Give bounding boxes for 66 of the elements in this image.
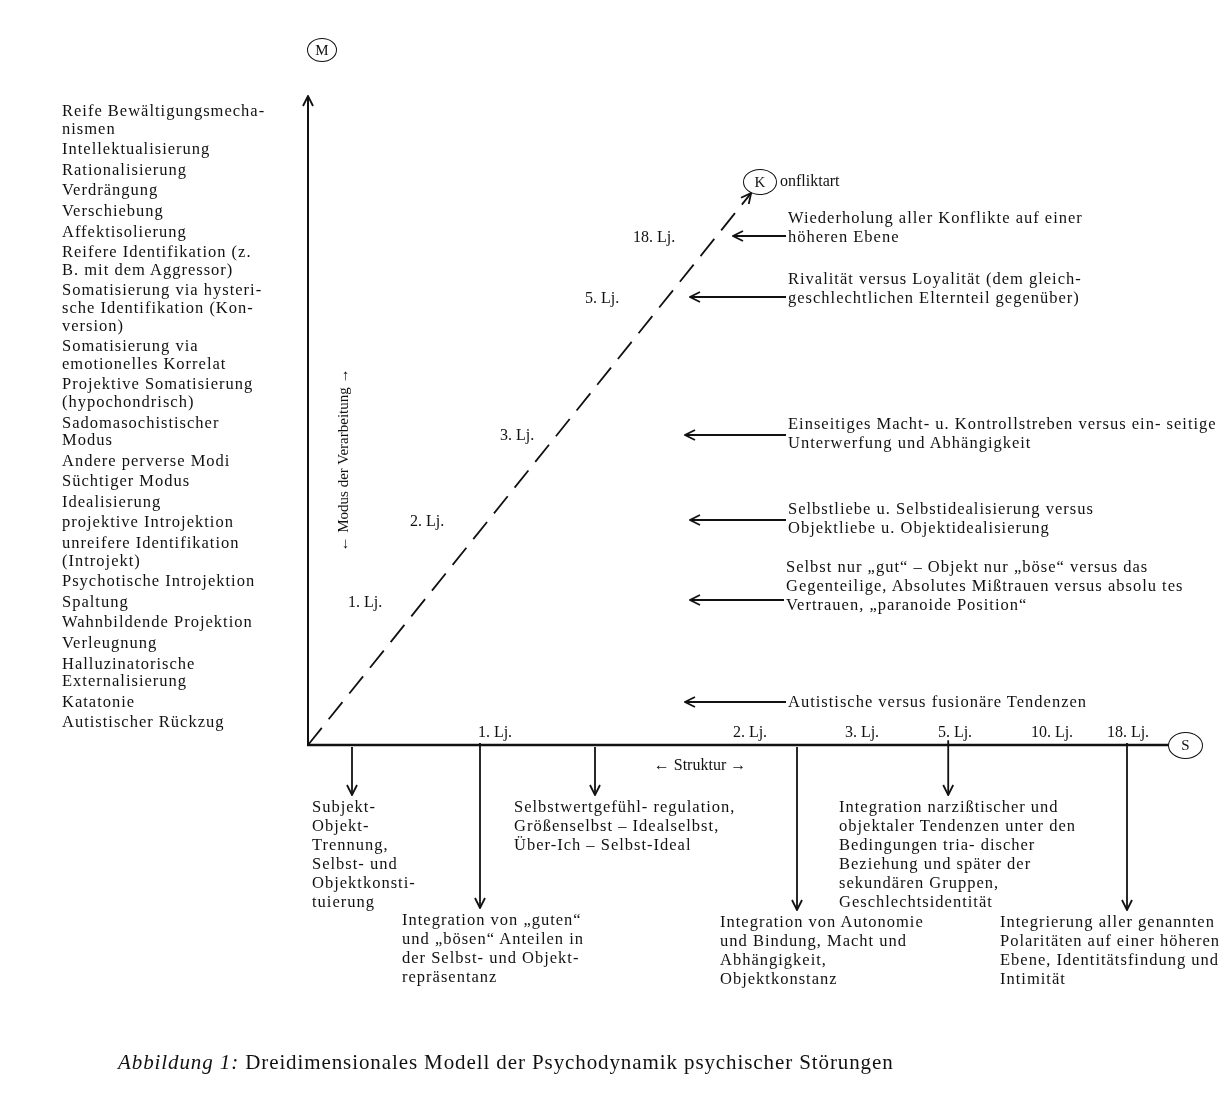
arrow — [689, 594, 785, 606]
defense-mechanism-label: Verleugnung — [62, 634, 158, 652]
axis-tick-label: 10. Lj. — [1030, 723, 1074, 741]
axis-tick-label: 3. Lj. — [844, 723, 880, 741]
conflict-description: Rivalität versus Loyalität (dem gleich- geschlechtlichen Elternteil gegenüber) — [788, 269, 1133, 307]
structure-description: Integration von Autonomie und Bindung, Macht und Abhängigkeit, Objektkonstanz — [720, 912, 944, 988]
arrow — [942, 739, 955, 796]
defense-mechanism-label: Verdrängung — [62, 181, 159, 199]
arrow — [684, 696, 787, 708]
defense-mechanism-label: Autistischer Rückzug — [62, 713, 225, 731]
defense-mechanism-label: Halluzinatorische Externalisierung — [62, 654, 197, 690]
structure-description: Selbstwertgefühl- regulation, Größenselbst – Idealselbst, Über-Ich – Selbst-Ideal — [514, 797, 757, 854]
conflict-description: Selbstliebe u. Selbstidealisierung versus Objektliebe u. Objektidealisierung — [788, 499, 1160, 537]
defense-mechanism-label: Intellektualisierung — [62, 140, 211, 158]
defense-mechanism-label: Psychotische Introjektion — [62, 572, 256, 590]
dashed-arrow — [307, 192, 752, 746]
defense-mechanism-label: Somatisierung via hysteri- sche Identifikation (Kon- version) — [62, 281, 264, 335]
axis-circle-label: S — [1168, 732, 1203, 759]
defense-mechanism-label: Somatisierung via emotionelles Korrelat — [62, 337, 228, 373]
defense-mechanism-label: Reifere Identifikation (z. B. mit dem Aggressor) — [62, 243, 253, 279]
defense-mechanism-label: Rationalisierung — [62, 160, 188, 179]
arrow — [689, 291, 787, 303]
axis-tick-label: 5. Lj. — [937, 723, 973, 741]
conflict-description: Selbst nur „gut“ – Objekt nur „böse“ versus das Gegenteilige, Absolutes Mißtrauen versus absolu tes Vertrauen, „paranoide Position“ — [786, 557, 1228, 614]
arrow — [346, 746, 358, 796]
defense-mechanism-label: Idealisierung — [62, 492, 162, 511]
age-label: 1. Lj. — [348, 593, 383, 611]
conflict-description: Wiederholung aller Konflikte auf einer höheren Ebene — [788, 208, 1140, 246]
axis-title: ← Modus der Verarbeitung → — [334, 368, 352, 552]
defense-mechanism-label: projektive Introjektion — [62, 513, 234, 532]
axis-title: onfliktart — [780, 172, 840, 190]
arrow — [684, 429, 787, 441]
structure-description: Subjekt- Objekt- Trennung, Selbst- und Objektkonsti- tuierung — [312, 797, 420, 911]
structure-description: Integration narzißtischer und objektaler Tendenzen unter den Bedingungen tria- discher Beziehung und später der sekundären Gruppen, Geschlechtsidentität — [839, 797, 1097, 911]
defense-mechanism-label: Katatonie — [62, 692, 136, 711]
defense-mechanism-label: Spaltung — [62, 592, 129, 611]
arrow — [689, 514, 787, 526]
defense-mechanism-label: Sadomasochistischer Modus — [62, 413, 221, 449]
defense-mechanism-label: Projektive Somatisierung (hypochondrisch) — [62, 375, 255, 411]
arrow — [589, 746, 601, 796]
conflict-description: Autistische versus fusionäre Tendenzen — [788, 692, 1228, 711]
conflict-description: Einseitiges Macht- u. Kontrollstreben versus ein- seitige Unterwerfung und Abhängigkeit — [788, 414, 1226, 452]
defense-mechanism-label: Reife Bewältigungsmecha- nismen — [62, 102, 267, 138]
age-label: 3. Lj. — [500, 426, 535, 444]
axis-tick-label: 2. Lj. — [732, 723, 768, 741]
arrow — [791, 746, 803, 911]
defense-mechanism-label: Wahnbildende Projektion — [62, 613, 253, 632]
arrow — [1121, 742, 1133, 911]
structure-description: Integration von „guten“ und „bösen“ Anteilen in der Selbst- und Objekt- repräsentanz — [402, 910, 592, 986]
structure-description: Integrierung aller genannten Polaritäten auf einer höheren Ebene, Identitätsfindung und Intimität — [1000, 912, 1222, 988]
arrow — [732, 230, 787, 242]
age-label: 2. Lj. — [410, 512, 445, 530]
defense-mechanism-label: unreifere Identifikation (Introjekt) — [62, 534, 241, 570]
age-label: 18. Lj. — [633, 228, 676, 246]
axis-tick-label: 18. Lj. — [1106, 723, 1150, 741]
arrow — [474, 742, 486, 909]
axis-tick-label: 1. Lj. — [477, 723, 513, 741]
axis-circle-label: M — [307, 38, 337, 62]
axis-circle-label: K — [743, 169, 777, 195]
figure-caption: Abbildung 1: Dreidimensionales Modell der Psychodynamik psychischer Störungen — [118, 1050, 894, 1075]
defense-mechanism-label: Andere perverse Modi — [62, 451, 231, 470]
defense-mechanism-label: Süchtiger Modus — [62, 472, 191, 490]
defense-mechanism-label: Verschiebung — [62, 201, 164, 220]
age-label: 5. Lj. — [585, 289, 620, 307]
axis-title: ← Struktur → — [653, 756, 747, 774]
defense-mechanism-label: Affektisolierung — [62, 222, 187, 241]
